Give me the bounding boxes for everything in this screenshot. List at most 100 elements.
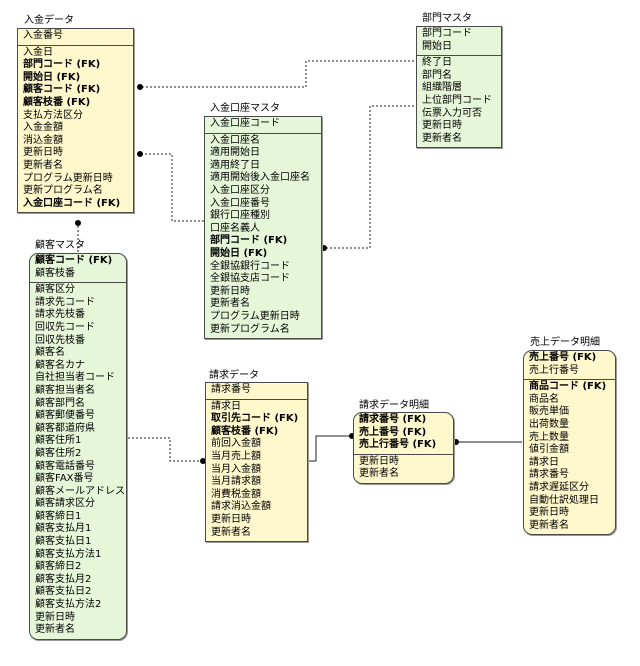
entity-title-bumon: 部門マスタ xyxy=(422,13,472,24)
attribute: 請求遅延区分 xyxy=(529,481,589,493)
attribute: 当月請求額 xyxy=(211,476,261,488)
attr-section: 入金日部門コード (FK)開始日 (FK)顧客コード (FK)顧客枝番 (FK)… xyxy=(18,46,133,213)
attribute: 売上数量 xyxy=(529,431,569,443)
attribute: 更新者名 xyxy=(35,624,75,636)
attribute: 顧客担当者名 xyxy=(35,384,95,396)
attribute: 顧客請求区分 xyxy=(35,498,95,510)
attr-section: 商品コード (FK)商品名販売単価出荷数量売上数量値引金額請求日請求番号請求遅延… xyxy=(524,380,615,534)
entity-seikyu[interactable]: 請求番号 請求日取引先コード (FK)顧客枝番 (FK)前回入金額当月売上額当月… xyxy=(205,382,308,543)
entity-title-koza: 入金口座マスタ xyxy=(210,103,280,114)
attribute: 更新プログラム名 xyxy=(210,323,290,335)
attribute: 入金口座番号 xyxy=(210,197,270,209)
attribute: 更新日時 xyxy=(211,513,251,525)
attribute: 開始日 (FK) xyxy=(23,71,81,83)
entity-koza[interactable]: 入金口座コード 入金口座名適用開始日適用終了日適用開始後入金口座名入金口座区分入… xyxy=(204,116,322,340)
attribute: 顧客郵便番号 xyxy=(35,410,95,422)
pk-section: 入金番号 xyxy=(18,29,133,46)
attribute: 回収先枝番 xyxy=(35,334,85,346)
attribute: 請求先枝番 xyxy=(35,309,85,321)
relation-end-koza xyxy=(321,245,327,251)
attribute: 顧客支払月2 xyxy=(35,573,92,585)
attribute: 消込金額 xyxy=(23,134,63,146)
attribute: 請求消込金額 xyxy=(211,501,271,513)
attribute: 請求先コード xyxy=(35,296,95,308)
attribute: 更新者名 xyxy=(422,132,462,144)
attribute: 顧客電話番号 xyxy=(35,460,95,472)
attribute: 顧客コード (FK) xyxy=(23,84,101,96)
attribute: 更新者名 xyxy=(359,468,399,480)
attribute: 更新日時 xyxy=(422,120,462,132)
attribute: 更新日時 xyxy=(23,147,63,159)
attribute: 顧客支払日1 xyxy=(35,536,92,548)
attribute: 開始日 (FK) xyxy=(210,247,268,259)
relation-end-nyukin-2 xyxy=(137,151,143,157)
attribute: 更新者名 xyxy=(529,519,569,531)
entity-kokyaku[interactable]: 顧客コード (FK)顧客枝番 顧客区分請求先コード請求先枝番回収先コード回収先枝… xyxy=(29,253,127,640)
attribute: 顧客締日1 xyxy=(35,510,82,522)
attribute: 上位部門コード xyxy=(422,94,492,106)
attribute: 前回入金額 xyxy=(211,438,261,450)
attribute: 当月入金額 xyxy=(211,463,261,475)
attribute: 入金口座コード (FK) xyxy=(23,197,121,209)
attribute: 自動仕訳処理日 xyxy=(529,494,599,506)
attribute: 顧客部門名 xyxy=(35,397,85,409)
attribute: 顧客住所2 xyxy=(35,447,82,459)
attribute: 更新者名 xyxy=(23,159,63,171)
relation-bumon-nyukin xyxy=(140,60,414,88)
attribute: 適用終了日 xyxy=(210,159,260,171)
attribute: 全銀協銀行コード xyxy=(210,260,290,272)
pk-section: 売上番号 (FK)売上行番号 xyxy=(524,351,615,381)
attribute: 顧客メールアドレス xyxy=(35,485,125,497)
entity-nyukin[interactable]: 入金番号 入金日部門コード (FK)開始日 (FK)顧客コード (FK)顧客枝番… xyxy=(17,28,134,214)
attribute: 顧客名 xyxy=(35,347,65,359)
pk-attribute: 入金口座コード xyxy=(210,118,280,129)
attribute: 部門コード (FK) xyxy=(210,235,288,247)
attribute: 適用開始日 xyxy=(210,147,260,159)
pk-section: 請求番号 xyxy=(206,383,307,400)
pk-section: 入金口座コード xyxy=(205,117,321,134)
pk-attribute: 売上行番号 (FK) xyxy=(359,439,437,451)
relation-koza-nyukin xyxy=(140,153,204,222)
pk-attribute: 売上行番号 xyxy=(529,364,579,376)
attribute: 消費税金額 xyxy=(211,488,261,500)
attribute: 更新日時 xyxy=(35,611,75,623)
entity-title-seikyu: 請求データ xyxy=(209,370,259,381)
entity-bumon[interactable]: 部門コード開始日 終了日部門名組織階層上位部門コード伝票入力可否更新日時更新者名 xyxy=(416,26,502,149)
attribute: 請求番号 xyxy=(529,469,569,481)
pk-section: 顧客コード (FK)顧客枝番 xyxy=(30,254,126,284)
relation-bumon-koza xyxy=(324,105,414,249)
entity-title-uriage: 売上データ明細 xyxy=(530,337,600,348)
entity-meisai[interactable]: 請求番号 (FK)売上番号 (FK)売上行番号 (FK) 更新日時更新者名 xyxy=(353,412,454,484)
attribute: 商品名 xyxy=(529,393,559,405)
attribute: 部門コード (FK) xyxy=(23,59,101,71)
relation-end-seikyu xyxy=(200,458,206,464)
pk-section: 請求番号 (FK)売上番号 (FK)売上行番号 (FK) xyxy=(354,413,453,455)
attribute: 終了日 xyxy=(422,57,452,69)
attribute: 顧客枝番 (FK) xyxy=(211,425,279,437)
attribute: 入金日 xyxy=(23,46,53,58)
attribute: 更新日時 xyxy=(529,507,569,519)
attribute: 販売単価 xyxy=(529,406,569,418)
attr-section: 請求日取引先コード (FK)顧客枝番 (FK)前回入金額当月売上額当月入金額当月… xyxy=(206,400,307,542)
pk-attribute: 顧客枝番 xyxy=(35,267,75,279)
attr-section: 入金口座名適用開始日適用終了日適用開始後入金口座名入金口座区分入金口座番号銀行口… xyxy=(205,134,321,339)
pk-section: 部門コード開始日 xyxy=(417,27,501,57)
attr-section: 顧客区分請求先コード請求先枝番回収先コード回収先枝番顧客名顧客名カナ自社担当者コ… xyxy=(30,283,126,639)
attribute: 銀行口座種別 xyxy=(210,210,270,222)
pk-attribute: 売上番号 (FK) xyxy=(359,426,427,438)
attribute: 顧客区分 xyxy=(35,284,75,296)
attribute: 顧客支払方法2 xyxy=(35,599,102,611)
attribute: 請求日 xyxy=(211,400,241,412)
attribute: プログラム更新日時 xyxy=(210,310,300,322)
attribute: 入金口座名 xyxy=(210,134,260,146)
attribute: 商品コード (FK) xyxy=(529,381,607,393)
attribute: 顧客支払方法1 xyxy=(35,548,102,560)
pk-attribute: 顧客コード (FK) xyxy=(35,255,113,266)
attribute: 顧客都道府県 xyxy=(35,422,95,434)
entity-uriage[interactable]: 売上番号 (FK)売上行番号 商品コード (FK)商品名販売単価出荷数量売上数量… xyxy=(523,350,616,536)
attribute: 更新者名 xyxy=(210,298,250,310)
entity-title-kokyaku: 顧客マスタ xyxy=(35,240,85,251)
attribute: 顧客支払日2 xyxy=(35,586,92,598)
relation-end-meisai-2 xyxy=(453,439,459,445)
attribute: 顧客住所1 xyxy=(35,435,82,447)
